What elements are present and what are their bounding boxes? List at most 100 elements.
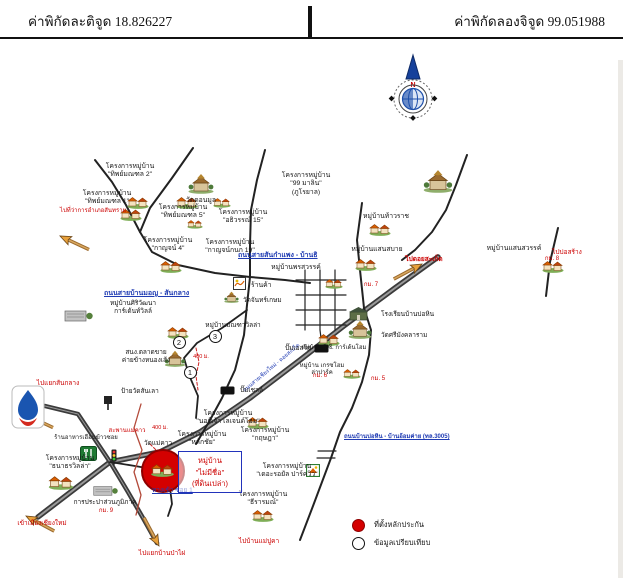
km-6: กม. 6 xyxy=(312,373,328,379)
houses-icon xyxy=(127,196,149,209)
header-rule xyxy=(0,37,623,39)
houses-icon xyxy=(355,258,377,271)
shell-station: ปั๊มเชลล์ xyxy=(240,387,264,394)
upper-right-road xyxy=(401,154,468,261)
compass-south-tick xyxy=(410,115,416,121)
comparable-point-2: 2 xyxy=(172,335,186,349)
project-thipmonthon-5: โครงการหมู่บ้าน"ทิพย์มณฑล 5" xyxy=(158,204,208,220)
restaurant-khaosoi: ร้านอาหารเฮือนข้าวซอย xyxy=(54,435,118,441)
arrow-to-doisaket xyxy=(392,263,423,281)
greenframe-icon xyxy=(305,463,321,478)
legend-label-collateral: ที่ตั้งหลักประกัน xyxy=(374,520,425,529)
dist-400m-b: 400 ม. xyxy=(152,425,168,431)
collateral-label-box: หมู่บ้าน"ไม่มีชื่อ"(ที่ดินเปล่า) xyxy=(178,451,242,493)
signpost-icon xyxy=(103,395,113,410)
temple-icon xyxy=(164,350,186,367)
houses-icon xyxy=(318,333,340,346)
houses-icon xyxy=(247,416,269,429)
right-edge-road xyxy=(545,227,559,297)
temple-icon xyxy=(224,291,239,303)
project-thipmonthon-2: โครงการหมู่บ้าน"ทิพย์มณฑล 2" xyxy=(105,163,155,179)
km-7: กม. 7 xyxy=(363,282,379,288)
highway-chiangmai-doisaket xyxy=(37,256,439,518)
village-monthawilla: หมู่บ้านมณฑาวิลล่า xyxy=(205,322,261,329)
esso-station: ปั๊มเอสโซ่ xyxy=(285,345,312,352)
houses-icon xyxy=(252,509,274,522)
comparable-point-1: 1 xyxy=(183,365,197,379)
houses-icon xyxy=(160,260,182,273)
waterworks: การประปาส่วนภูมิภาค xyxy=(73,499,137,506)
wat-donmun: วัดดอนมูล xyxy=(185,197,217,204)
school-icon xyxy=(349,306,368,321)
bridge-maekhao: สะพานแม่คาว xyxy=(108,428,146,434)
wat-maekhao: วัดแม่คาว xyxy=(144,440,172,447)
wat-srimangkalaram: วัดศรีมังคลาราม xyxy=(381,332,428,339)
to-sansai-office: ไปที่ว่าการอำเภอสันทราย xyxy=(59,208,127,214)
compass-rose: N xyxy=(388,53,438,121)
project-kan-4: โครงการหมู่บ้าน"กาญจน์ 4" xyxy=(143,237,193,253)
building-icon xyxy=(63,307,93,324)
to-ban-papai: ไปแยกบ้านป่าไผ่ xyxy=(138,550,186,557)
to-maepukha: ไปบ้านแม่ปูคา xyxy=(238,538,280,545)
houses-icon xyxy=(187,219,203,229)
scan-edge-shadow xyxy=(618,60,623,578)
dist-400m-a: 400 ม. xyxy=(193,354,209,360)
longitude-value: ค่าพิกัดลองจิจูด 99.051988 xyxy=(454,14,605,29)
temple-icon xyxy=(188,173,214,194)
project-legendhome: โครงการหมู่บ้าน"นอร์เจ้า เลเจนด์โฮม" xyxy=(196,410,260,426)
houses-icon xyxy=(343,368,361,379)
km-5: กม. 5 xyxy=(370,376,386,382)
village-saensabai: หมู่บ้านแสนสบาย xyxy=(351,246,403,253)
temple-icon xyxy=(348,320,372,339)
compass-inner-ring xyxy=(398,84,428,114)
latitude-value: ค่าพิกัดละติจูด 18.826227 xyxy=(28,14,173,29)
building-icon xyxy=(92,483,118,498)
entry-soi-1: ทางเข้า ซอย 1 xyxy=(152,487,193,494)
project-99-malin: โครงการหมู่บ้าน"99 มาลิน"(ภูโรยาล) xyxy=(281,172,331,196)
header-divider xyxy=(308,6,312,37)
project-kankanok-19: โครงการหมู่บ้าน"กาญจน์กนก 19" xyxy=(205,239,255,255)
measure-dash xyxy=(195,347,200,391)
maekhao-river xyxy=(133,403,143,516)
wat-chankasem: วัดจันทร์เกษม xyxy=(243,297,282,304)
road-sankamphaeng-banthi: ถนนสายสันกำแพง - บ้านธิ xyxy=(238,252,318,259)
village-pc-gardenhome: หมู่บ้าน พี.ซี. การ์เด้นโฮม xyxy=(301,345,367,351)
map-legend: ที่ตั้งหลักประกัน ข้อมูลเปรียบเทียบ xyxy=(352,516,430,552)
to-sanklang: ไปแยกสันกลาง xyxy=(36,380,80,387)
project-krisada: โครงการหมู่บ้าน"กฤษฎา" xyxy=(240,427,290,443)
restaurant-icon xyxy=(80,446,97,461)
compass-east-tick xyxy=(431,95,438,102)
topright-village-road xyxy=(356,202,365,309)
village-siriwatthana: หมู่บ้านศิริวัฒนาการ์เด้นท์วิลล์ xyxy=(109,300,157,315)
houses-icon xyxy=(213,197,231,208)
collateral-location-icon xyxy=(352,518,365,532)
school-bohin: โรงเรียนบ้านบ่อหิน xyxy=(381,311,435,318)
project-theeraron: โครงการหมู่บ้าน"ธีรารมณ์" xyxy=(238,491,288,507)
houses-icon xyxy=(176,196,198,209)
houses-icon xyxy=(120,208,142,221)
project-lakchai: โครงการหมู่บ้าน"หลักชัย" xyxy=(177,431,227,447)
ptt-icon xyxy=(11,385,45,429)
legend-row-collateral: ที่ตั้งหลักประกัน xyxy=(352,516,430,534)
village-saensawan: หมู่บ้านแสนสวรรค์ xyxy=(486,245,542,252)
traffic-icon xyxy=(110,449,118,466)
shopicon-icon xyxy=(233,277,246,290)
arrow-to-papai xyxy=(142,516,160,547)
comparable-point-3: 3 xyxy=(208,329,222,343)
km-8: กม. 8 xyxy=(544,256,560,262)
village-thaorat: หมู่บ้านท้าวราช xyxy=(363,213,409,220)
road-banmon-sanklang: ถนนสายบ้านมอญ - สันกลาง xyxy=(104,290,190,297)
project-thanathorn: โครงการหมู่บ้าน"ธนาธรวิลล่า" xyxy=(45,455,95,471)
project-thipmonthon-1: โครงการหมู่บ้าน"ทิพย์มณฑล 1" xyxy=(82,190,132,206)
village-phonsawan: หมู่บ้านพรสวรรค์ xyxy=(271,264,321,271)
blacksign-icon xyxy=(314,344,329,353)
project-athiwan-15: โครงการหมู่บ้าน"อธิวรรณ์ 15" xyxy=(218,209,268,225)
arrow-to-sansai-office xyxy=(59,235,90,252)
legend-label-comparable: ข้อมูลเปรียบเทียบ xyxy=(374,538,431,547)
houses-icon xyxy=(369,223,391,236)
comparable-data-icon xyxy=(352,536,365,550)
sign-wat-sanlao: ป้ายวัดสันเลา xyxy=(121,388,159,395)
